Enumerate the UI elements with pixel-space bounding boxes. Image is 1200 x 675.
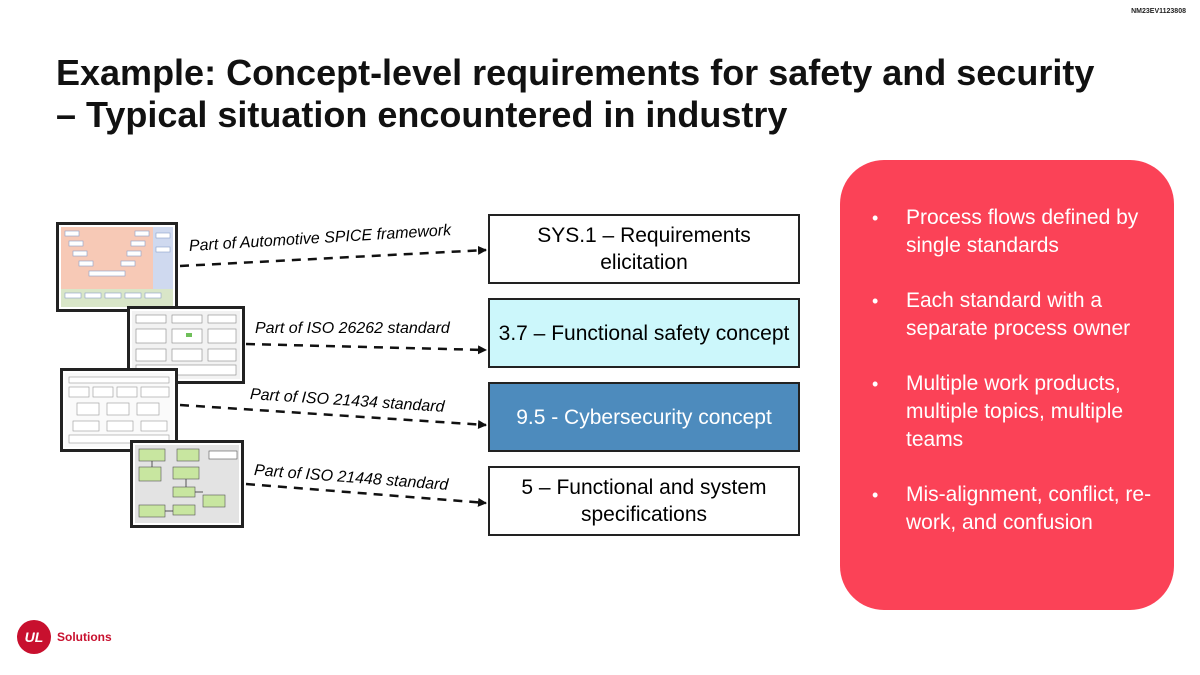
issue-text: Each standard with a separate process ow…	[906, 289, 1131, 340]
document-id: NM23EV1123808	[1131, 8, 1186, 15]
logo-text: Solutions	[57, 630, 112, 644]
arrow-aspice	[179, 245, 487, 268]
box-fsc-text: 3.7 – Functional safety concept	[498, 321, 790, 345]
arrow-iso21448	[245, 482, 487, 507]
bullet-marker: •	[872, 485, 879, 505]
issue-text: Multiple work products, multiple topics,…	[906, 372, 1124, 451]
bullet-marker: •	[872, 374, 879, 394]
issue-item: • Multiple work products, multiple topic…	[864, 370, 1154, 454]
issue-item: • Each standard with a separate process …	[864, 287, 1154, 343]
box-sys1-text: SYS.1 – Requirements elicitation	[537, 224, 751, 274]
iso21434-diagram-thumbnail	[60, 368, 178, 452]
issue-item: • Process flows defined by single standa…	[864, 204, 1154, 260]
arrow-iso21434	[179, 403, 487, 429]
issue-item: • Mis-alignment, conflict, re-work, and …	[864, 481, 1154, 537]
bullet-marker: •	[872, 208, 879, 228]
issue-text: Process flows defined by single standard…	[906, 206, 1139, 257]
ul-logo-mark: UL	[17, 620, 51, 654]
issue-text: Mis-alignment, conflict, re-work, and co…	[906, 483, 1152, 534]
page-title: Example: Concept-level requirements for …	[56, 52, 1095, 135]
label-iso26262: Part of ISO 26262 standard	[255, 320, 450, 337]
box-functional-safety-concept: 3.7 – Functional safety concept	[488, 298, 800, 368]
box-sys1-requirements-elicitation: SYS.1 – Requirements elicitation	[488, 214, 800, 284]
issues-panel: • Process flows defined by single standa…	[840, 160, 1174, 610]
box-fss-text: 5 – Functional and system specifications	[521, 476, 767, 526]
ul-solutions-logo: UL Solutions	[17, 620, 112, 654]
box-csc-text: 9.5 - Cybersecurity concept	[516, 405, 772, 429]
arrow-iso26262	[245, 342, 487, 355]
box-functional-system-specifications: 5 – Functional and system specifications	[488, 466, 800, 536]
issues-list: • Process flows defined by single standa…	[840, 160, 1174, 537]
aspice-diagram-thumbnail	[56, 222, 178, 312]
iso21448-diagram-thumbnail	[130, 440, 244, 528]
box-cybersecurity-concept: 9.5 - Cybersecurity concept	[488, 382, 800, 452]
bullet-marker: •	[872, 291, 879, 311]
